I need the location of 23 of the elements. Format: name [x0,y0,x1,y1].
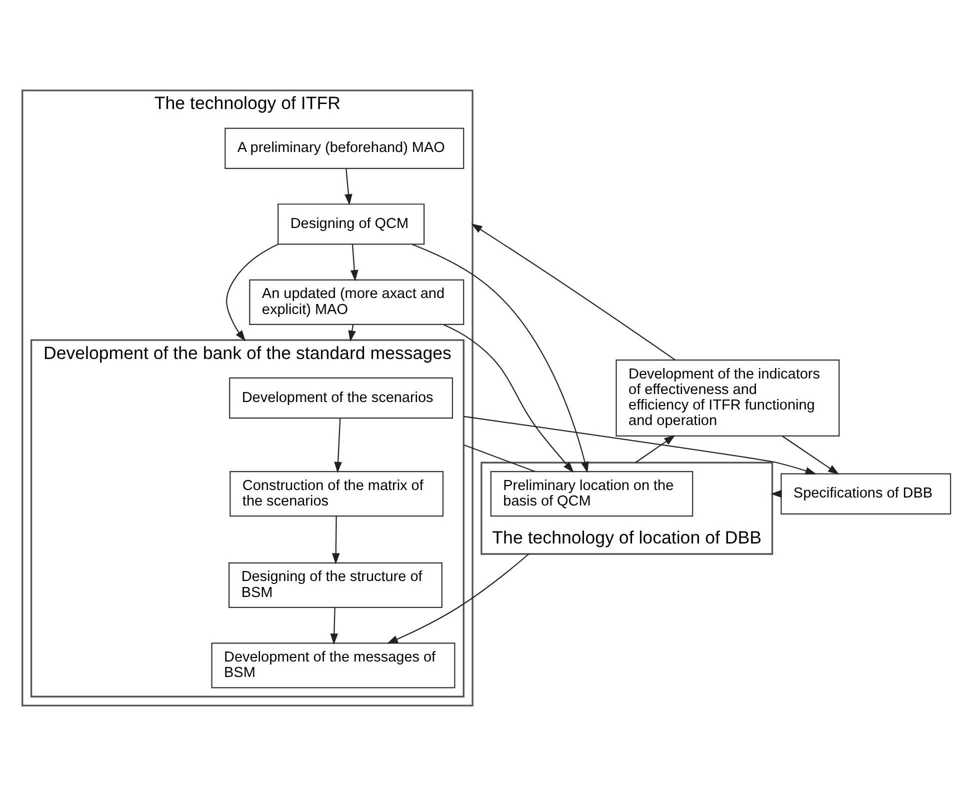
node-box: A preliminary (beforehand) MAO [224,128,464,170]
node-box: Development of the scenarios [228,377,453,419]
arrow [470,224,675,360]
node-box: Construction of the matrix of the scenarios [229,470,444,517]
node-box: Designing of the structure of BSM [228,562,442,608]
node-box: An updated (more axact and explicit) MAO [248,279,464,326]
node-box: Designing of QCM [277,204,424,245]
node-box: Preliminary location on the basis of QCM [490,470,693,517]
arrow [330,608,338,645]
arrow [344,168,352,206]
node-box: Development of the indicators of effectiveness and efficiency of ITFR functioning and operation [615,360,840,436]
arrow [226,244,278,342]
arrow [331,516,340,564]
arrow [386,554,529,644]
arrow [634,435,675,464]
arrow [348,324,356,342]
arrow [350,244,358,282]
connector [462,444,534,472]
node-box: Development of the messages of BSM [210,642,455,688]
arrow [463,416,816,475]
arrow [781,436,839,475]
arrow [411,244,588,474]
arrow [334,418,342,474]
